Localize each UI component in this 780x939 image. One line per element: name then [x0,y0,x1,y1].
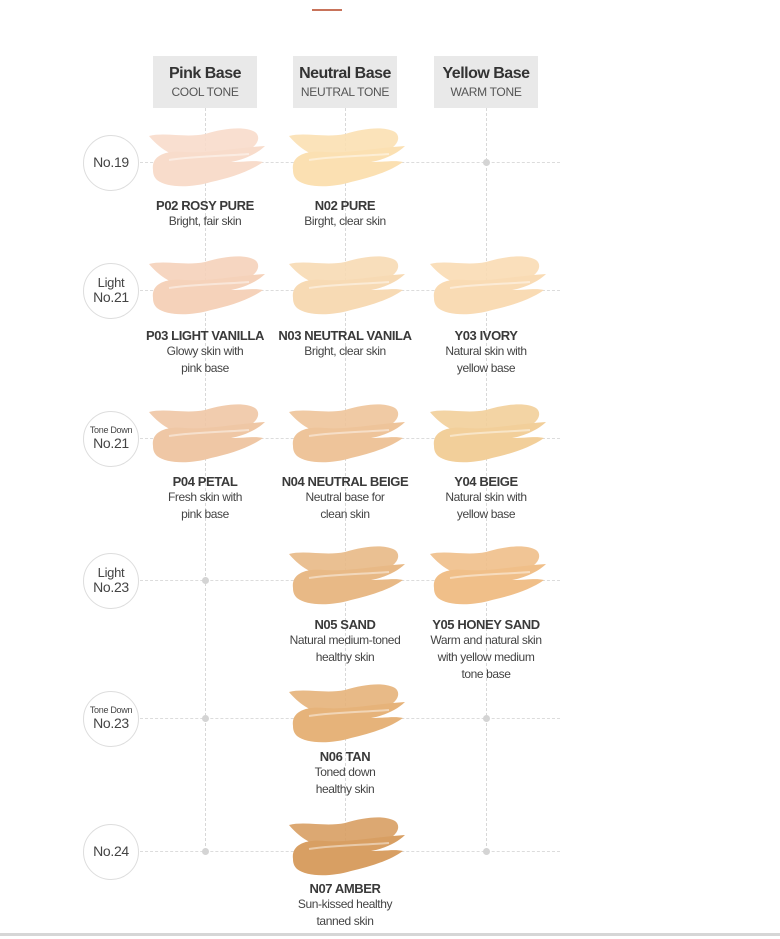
grid-dot [202,577,209,584]
shade-swatch [289,546,405,605]
level-number: No.23 [93,715,129,732]
shade-description: healthy skin [315,650,375,664]
column-title: Yellow Base [442,65,531,82]
grid-dot [483,715,490,722]
shade-name: Y04 BEIGE [454,474,518,489]
shade-swatch [289,684,405,743]
shade-swatch [289,256,405,315]
shade-description: healthy skin [315,782,375,796]
level-qualifier: Tone Down [89,705,133,716]
level-badge: No.19 [83,135,139,191]
shade-swatch [149,256,265,315]
grid-dot [483,848,490,855]
shade-swatch [289,817,405,876]
level-badge: No.24 [83,824,139,880]
column-guide-line [486,108,487,851]
shade-description: Bright, clear skin [304,344,386,358]
level-qualifier: Light [97,275,125,291]
shade-swatch [430,546,546,605]
shade-name: N05 SAND [314,617,376,632]
shade-name: N06 TAN [319,749,371,764]
level-number: No.21 [93,435,129,452]
bottom-divider [0,933,780,936]
shade-name: N07 AMBER [309,881,381,896]
grid-dot [483,159,490,166]
shade-swatch [289,128,405,187]
shade-description: clean skin [320,507,370,521]
shade-description: Birght, clear skin [304,214,386,228]
column-subtitle: COOL TONE [171,85,239,99]
shade-description: Natural medium-toned [289,633,401,647]
grid-dot [202,848,209,855]
shade-description: Neutral base for [305,490,385,504]
shade-swatch [149,128,265,187]
shade-description: Natural skin with [445,344,527,358]
grid-dot [202,715,209,722]
column-subtitle: NEUTRAL TONE [300,85,390,99]
shade-name: P02 ROSY PURE [156,198,254,213]
shade-swatch [149,404,265,463]
shade-description: pink base [181,361,229,375]
shade-swatch [430,256,546,315]
column-guide-line [345,108,346,851]
level-number: No.19 [93,154,129,171]
column-subtitle: WARM TONE [450,85,522,99]
level-qualifier: Light [97,565,125,581]
shade-name: N02 PURE [314,198,376,213]
shade-swatch [430,404,546,463]
level-number: No.23 [93,579,129,596]
column-guide-line [205,108,206,851]
shade-description: Fresh skin with [167,490,243,504]
shade-swatch [289,404,405,463]
shade-description: tanned skin [316,914,374,928]
shade-name: Y03 IVORY [454,328,518,343]
shade-description: Natural skin with [445,490,527,504]
shade-description: Sun-kissed healthy [297,897,393,911]
shade-description: yellow base [456,507,516,521]
column-title: Pink Base [169,65,241,82]
shade-description: Glowy skin with [166,344,244,358]
shade-description: Warm and natural skin [430,633,542,647]
shade-description: Toned down [314,765,376,779]
shade-name: P04 PETAL [172,474,238,489]
shade-name: N03 NEUTRAL VANILA [278,328,412,343]
shade-description: yellow base [456,361,516,375]
shade-description: Bright, fair skin [168,214,242,228]
level-qualifier: Tone Down [89,425,133,436]
shade-description: pink base [181,507,229,521]
shade-name: P03 LIGHT VANILLA [146,328,264,343]
shade-name: Y05 HONEY SAND [432,617,540,632]
shade-name: N04 NEUTRAL BEIGE [281,474,409,489]
level-number: No.24 [93,843,129,860]
accent-divider [312,9,342,11]
shade-description: with yellow medium [437,650,535,664]
shade-description: tone base [461,667,511,681]
column-title: Neutral Base [299,65,391,82]
level-number: No.21 [93,289,129,306]
